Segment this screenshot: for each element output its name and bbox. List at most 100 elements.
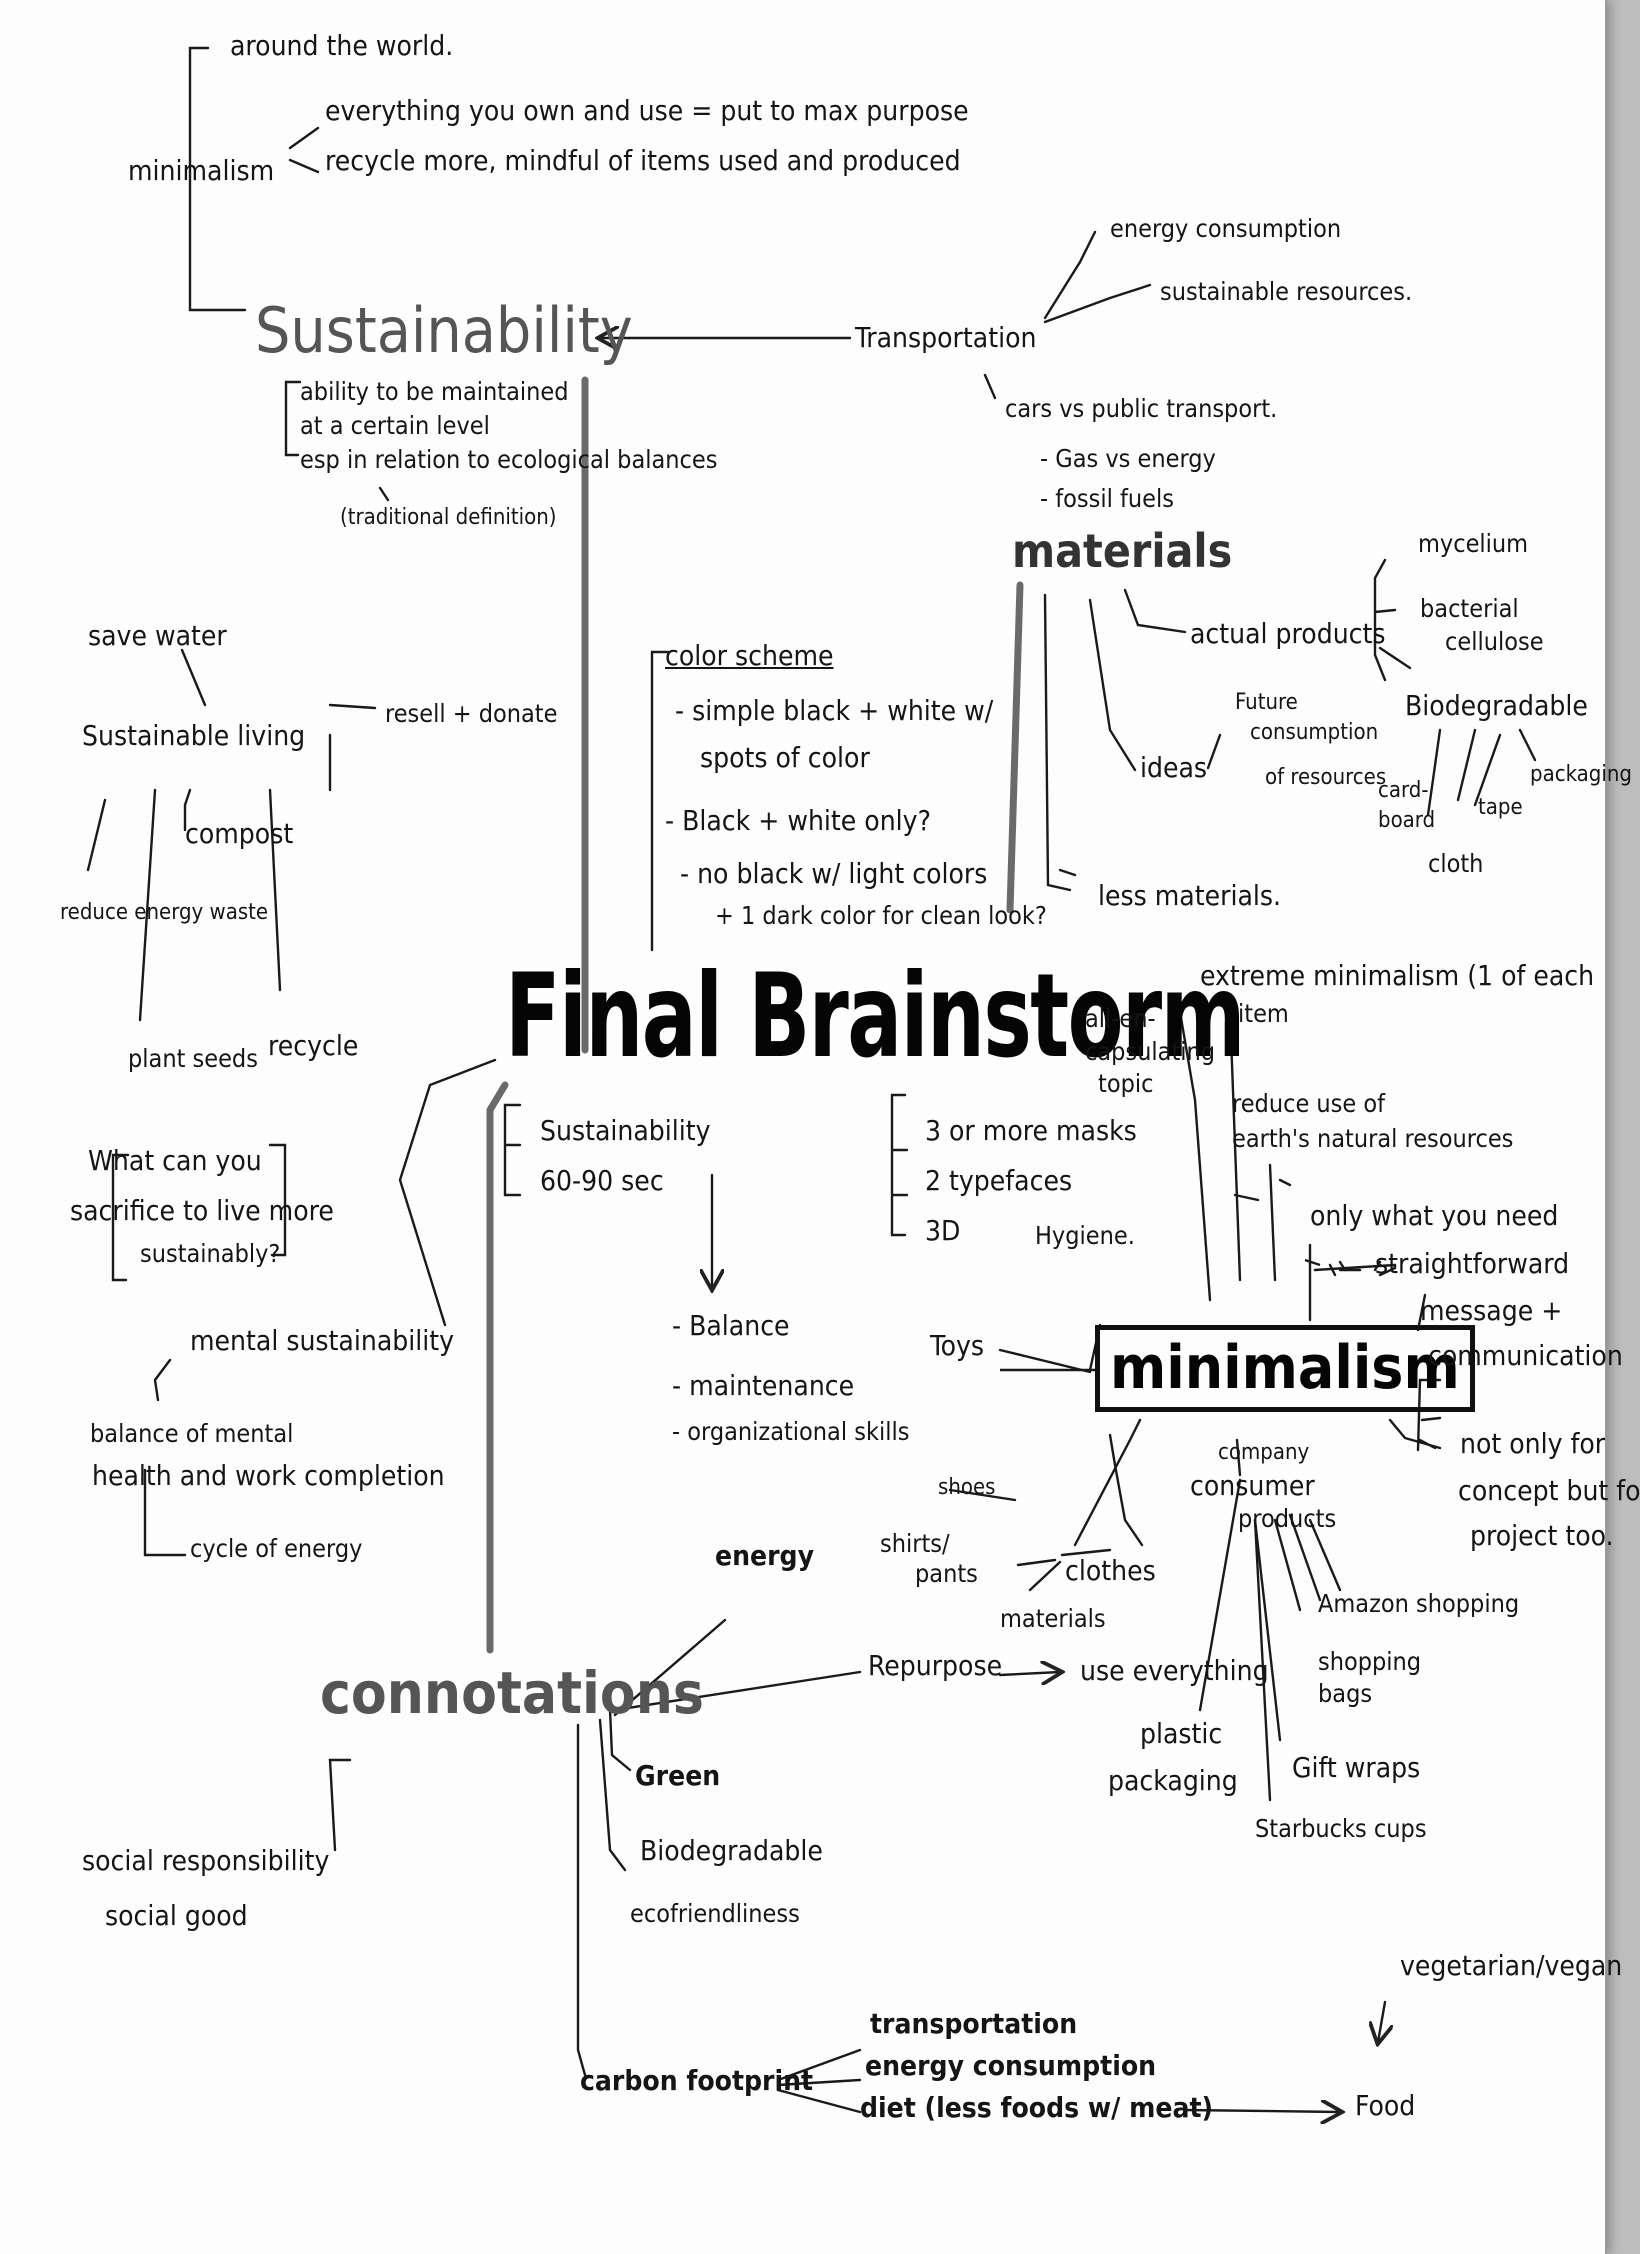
label-transportation: Transportation bbox=[855, 321, 1037, 354]
req-masks: 3 or more masks bbox=[925, 1114, 1137, 1147]
label-color-scheme: color scheme bbox=[665, 639, 834, 672]
item-shopping: shopping bbox=[1318, 1647, 1422, 1676]
item-reduce-energy: reduce energy waste bbox=[60, 900, 269, 925]
definition-line-2: at a certain level bbox=[300, 411, 490, 440]
note-energy-consumption: energy consumption bbox=[1110, 214, 1342, 243]
color-note-2: spots of color bbox=[700, 741, 870, 774]
extreme-line-2: item bbox=[1238, 999, 1289, 1028]
list-organizational: - organizational skills bbox=[672, 1417, 910, 1446]
req-sustainability: Sustainability bbox=[540, 1114, 711, 1147]
clothes-shoes: shoes bbox=[938, 1475, 996, 1500]
note-sustainable-resources: sustainable resources. bbox=[1160, 277, 1413, 306]
consumer-line-1: company bbox=[1218, 1440, 1310, 1465]
node-minimalism: minimalism bbox=[1095, 1325, 1475, 1412]
page-title: Final Brainstorm bbox=[505, 949, 1245, 1084]
clothes-pants: pants bbox=[915, 1559, 978, 1588]
definition-line-1: ability to be maintained bbox=[300, 377, 569, 406]
color-note-4: - no black w/ light colors bbox=[680, 857, 988, 890]
req-duration: 60-90 sec bbox=[540, 1164, 664, 1197]
list-maintenance: - maintenance bbox=[672, 1369, 855, 1402]
consumer-line-3: products bbox=[1238, 1504, 1337, 1533]
label-hygiene: Hygiene. bbox=[1035, 1221, 1135, 1250]
topic-line-3: topic bbox=[1098, 1069, 1154, 1098]
note-gas-energy: - Gas vs energy bbox=[1040, 444, 1216, 473]
straightforward-2: message + bbox=[1420, 1294, 1563, 1327]
label-green: Green bbox=[635, 1759, 721, 1792]
label-actual-products: actual products bbox=[1190, 617, 1386, 650]
label-clothes: clothes bbox=[1065, 1554, 1156, 1587]
item-amazon: Amazon shopping bbox=[1318, 1589, 1520, 1618]
color-note-5: + 1 dark color for clean look? bbox=[715, 901, 1047, 930]
note-max-purpose: everything you own and use = put to max … bbox=[325, 94, 969, 127]
item-cardboard-1: card- bbox=[1378, 778, 1429, 803]
label-ideas: ideas bbox=[1140, 751, 1208, 784]
color-note-3: - Black + white only? bbox=[665, 804, 931, 837]
label-mental-sustainability: mental sustainability bbox=[190, 1324, 455, 1357]
label-materials: materials bbox=[1012, 524, 1233, 578]
topic-line-2: capsulating bbox=[1085, 1037, 1216, 1066]
future-line-1: Future bbox=[1235, 690, 1298, 715]
straightforward-3: communication bbox=[1428, 1339, 1623, 1372]
req-3d: 3D bbox=[925, 1214, 961, 1247]
item-starbucks: Starbucks cups bbox=[1255, 1814, 1427, 1843]
product-mycelium: mycelium bbox=[1418, 529, 1529, 558]
heading-connotations: connotations bbox=[320, 1659, 704, 1727]
note-recycle-more: recycle more, mindful of items used and … bbox=[325, 144, 961, 177]
label-vegetarian: vegetarian/vegan bbox=[1400, 1949, 1623, 1982]
item-recycle: recycle bbox=[268, 1029, 359, 1062]
req-typefaces: 2 typefaces bbox=[925, 1164, 1073, 1197]
mental-note-3: cycle of energy bbox=[190, 1534, 363, 1563]
label-food: Food bbox=[1355, 2089, 1416, 2122]
clothes-materials: materials bbox=[1000, 1604, 1106, 1633]
label-biodegradable-conn: Biodegradable bbox=[640, 1834, 823, 1867]
carbon-diet: diet (less foods w/ meat) bbox=[860, 2091, 1214, 2124]
item-plant-seeds: plant seeds bbox=[128, 1044, 258, 1073]
label-carbon-footprint: carbon footprint bbox=[580, 2064, 814, 2097]
not-only-1: not only for bbox=[1460, 1427, 1606, 1460]
item-cardboard-2: board bbox=[1378, 808, 1436, 833]
extreme-line-1: extreme minimalism (1 of each bbox=[1200, 959, 1595, 992]
label-sustainable-living: Sustainable living bbox=[82, 719, 306, 752]
sacrifice-line-2: sacrifice to live more bbox=[70, 1194, 334, 1227]
heading-sustainability: Sustainability bbox=[255, 294, 633, 367]
not-only-3: project too. bbox=[1470, 1519, 1614, 1552]
mental-note-1: balance of mental bbox=[90, 1419, 294, 1448]
label-use-everything: use everything bbox=[1080, 1654, 1269, 1687]
label-toys: Toys bbox=[930, 1329, 985, 1362]
note-cars-public: cars vs public transport. bbox=[1005, 394, 1278, 423]
list-balance: - Balance bbox=[672, 1309, 790, 1342]
social-good: social good bbox=[105, 1899, 248, 1932]
note-fossil-fuels: - fossil fuels bbox=[1040, 484, 1174, 513]
future-line-2: consumption bbox=[1250, 720, 1379, 745]
not-only-2: concept but for bbox=[1458, 1474, 1640, 1507]
consumer-line-2: consumer bbox=[1190, 1469, 1315, 1502]
note-around-world: around the world. bbox=[230, 29, 454, 62]
label-minimalism-small: minimalism bbox=[128, 154, 275, 187]
carbon-energy: energy consumption bbox=[865, 2049, 1157, 2082]
social-responsibility: social responsibility bbox=[82, 1844, 330, 1877]
product-bacterial: bacterial bbox=[1420, 594, 1519, 623]
only-what-you-need: only what you need bbox=[1310, 1199, 1559, 1232]
label-less-materials: less materials. bbox=[1098, 879, 1282, 912]
straightforward-1: straightforward bbox=[1375, 1247, 1570, 1280]
item-packaging-2: packaging bbox=[1108, 1764, 1238, 1797]
item-save-water: save water bbox=[88, 619, 227, 652]
item-packaging: packaging bbox=[1530, 762, 1632, 787]
sacrifice-line-3: sustainably? bbox=[140, 1239, 281, 1268]
future-line-3: of resources bbox=[1265, 765, 1387, 790]
item-compost: compost bbox=[185, 817, 294, 850]
reduce-line-1: reduce use of bbox=[1232, 1089, 1386, 1118]
clothes-shirts: shirts/ bbox=[880, 1529, 950, 1558]
label-ecofriendliness: ecofriendliness bbox=[630, 1899, 800, 1928]
definition-line-3: esp in relation to ecological balances bbox=[300, 445, 718, 474]
mental-note-2: health and work completion bbox=[92, 1459, 445, 1492]
topic-line-1: all-en- bbox=[1085, 1004, 1156, 1033]
definition-line-4: (traditional definition) bbox=[340, 505, 557, 530]
label-repurpose: Repurpose bbox=[868, 1649, 1003, 1682]
item-gift-wraps: Gift wraps bbox=[1292, 1751, 1421, 1784]
item-plastic: plastic bbox=[1140, 1717, 1223, 1750]
item-resell-donate: resell + donate bbox=[385, 699, 558, 728]
label-energy: energy bbox=[715, 1539, 814, 1572]
sacrifice-line-1: What can you bbox=[88, 1144, 262, 1177]
